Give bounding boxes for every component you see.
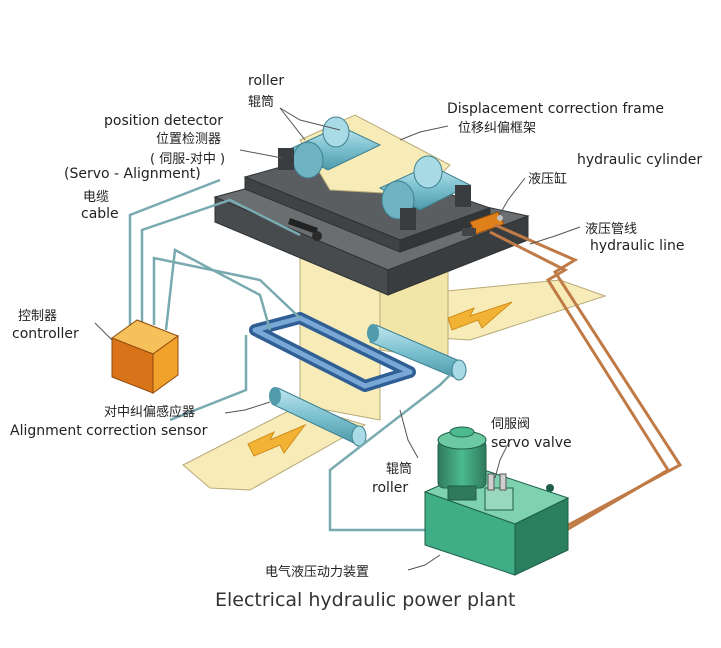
label-roller2-en: roller bbox=[372, 480, 408, 496]
correction-frame bbox=[213, 152, 530, 296]
label-power-plant-cn: 电气液压动力装置 bbox=[265, 564, 369, 580]
label-servo-alignment: (Servo - Alignment) bbox=[64, 166, 201, 182]
label-servo-valve-cn: 伺服阀 bbox=[491, 417, 530, 432]
label-hydraulic-cylinder-en: hydraulic cylinder bbox=[577, 152, 702, 168]
upper-roller-back bbox=[278, 116, 382, 179]
label-roller-cn: 辊筒 bbox=[248, 94, 274, 110]
label-sensor-cn: 对中纠偏感应器 bbox=[104, 404, 195, 420]
label-position-detector-en: position detector bbox=[104, 113, 223, 129]
lower-roller-right bbox=[367, 324, 467, 381]
label-hydraulic-cylinder-cn: 液压缸 bbox=[528, 171, 567, 187]
label-controller-en: controller bbox=[12, 326, 79, 342]
flow-arrow-entry-icon bbox=[247, 423, 307, 457]
label-hydraulic-line-cn: 液压管线 bbox=[585, 222, 637, 237]
lower-roller-left bbox=[269, 387, 367, 447]
label-position-detector-cn: 位置检测器 bbox=[156, 132, 221, 147]
label-cable-cn: 电缆 bbox=[83, 189, 109, 205]
power-plant bbox=[423, 426, 570, 576]
label-position-detector-cn2: ( 伺服-对中 ) bbox=[150, 152, 225, 167]
label-roller2-cn: 辊筒 bbox=[386, 461, 412, 477]
label-roller-en: roller bbox=[248, 73, 284, 89]
cables bbox=[128, 178, 451, 532]
alignment-sensor bbox=[249, 312, 416, 392]
label-controller-cn: 控制器 bbox=[18, 309, 57, 324]
label-servo-valve-en: servo valve bbox=[491, 435, 572, 451]
labels: roller 辊筒 position detector 位置检测器 ( 伺服-对… bbox=[10, 73, 702, 611]
pointer-lines bbox=[94, 107, 581, 571]
label-displacement-frame-en: Displacement correction frame bbox=[447, 101, 664, 117]
label-power-plant-en: Electrical hydraulic power plant bbox=[215, 589, 516, 611]
label-cable-en: cable bbox=[81, 206, 119, 222]
upper-roller-front bbox=[378, 155, 472, 230]
flow-arrow-exit-icon bbox=[447, 301, 513, 331]
servo-valve bbox=[484, 487, 514, 511]
controller-box bbox=[110, 319, 180, 394]
tank-side bbox=[514, 497, 569, 576]
label-hydraulic-line-en: hydraulic line bbox=[590, 238, 684, 254]
hydraulic-cylinder bbox=[462, 211, 505, 236]
label-sensor-en: Alignment correction sensor bbox=[10, 423, 208, 439]
label-displacement-frame-cn: 位移纠偏框架 bbox=[458, 121, 536, 136]
